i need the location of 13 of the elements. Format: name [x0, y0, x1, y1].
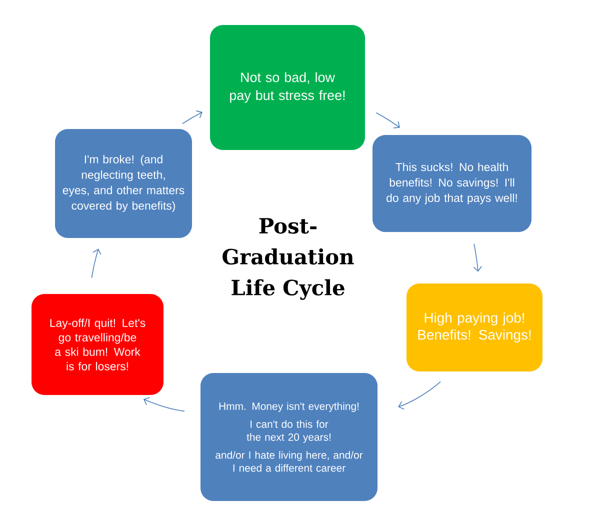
arrow	[473, 243, 482, 272]
arrow	[182, 110, 202, 124]
stage-box: Hmm. Money isn't everything! I can't do this for the next 20 years! and/or I hate living here, and/or I need a different career	[200, 373, 378, 501]
stage-box: This sucks! No health benefits! No savings! I'll do any job that pays well!	[372, 135, 532, 232]
stage-box: I'm broke! (and neglecting teeth, eyes, and other matters covered by benefits)	[55, 129, 192, 238]
title: Post-Graduation Life Cycle	[222, 218, 354, 300]
stage-box: High paying job! Benefits! Savings!	[406, 284, 542, 372]
arrow	[143, 397, 185, 412]
stage-box: Lay-off/I quit! Let's go travelling/be a ski bum! Work is for losers!	[32, 294, 164, 395]
arrow	[398, 381, 441, 410]
stage-box: Not so bad, low pay but stress free!	[210, 25, 365, 150]
arrow	[91, 248, 102, 278]
arrow	[376, 112, 400, 128]
